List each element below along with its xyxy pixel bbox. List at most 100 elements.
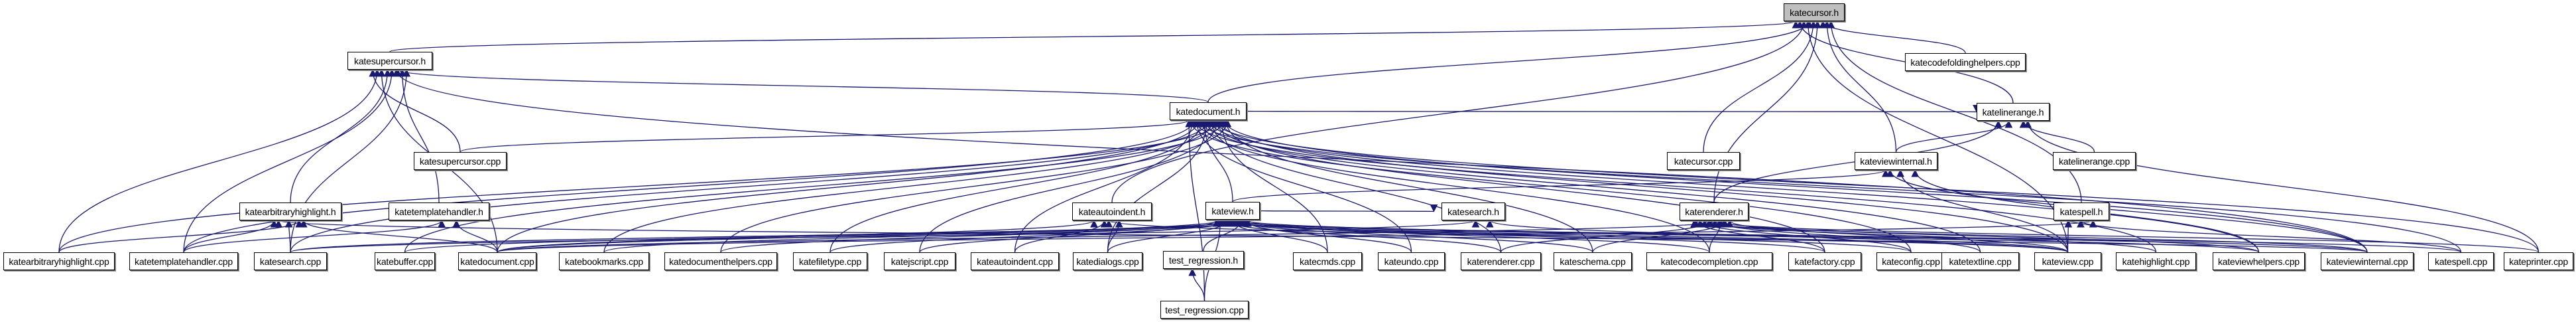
node-katejscript-cpp[interactable]: katejscript.cpp: [884, 252, 955, 270]
node-kateconfig-cpp[interactable]: kateconfig.cpp: [1876, 252, 1945, 270]
node-katetemplatehandler-h[interactable]: katetemplatehandler.h: [389, 202, 489, 220]
node-label: katetemplatehandler.h: [395, 206, 483, 217]
node-katelinerange-cpp[interactable]: katelinerange.cpp: [2053, 152, 2136, 170]
edge-kateviewinternal-h-to-katelinerange-h: [1895, 120, 2013, 153]
edge-katedocumenthelpers-cpp-to-kateview-h: [720, 218, 1229, 253]
node-katerenderer-h[interactable]: katerenderer.h: [1680, 202, 1748, 220]
node-katedocument-cpp[interactable]: katedocument.cpp: [458, 252, 536, 270]
node-label: kateview.cpp: [2042, 256, 2094, 267]
node-katelinerange-h[interactable]: katelinerange.h: [1977, 103, 2050, 121]
node-test-regression-cpp[interactable]: test_regression.cpp: [1160, 301, 1249, 319]
node-label: katerenderer.h: [1685, 206, 1743, 217]
node-label: katespell.h: [2059, 206, 2103, 217]
node-katedialogs-cpp[interactable]: katedialogs.cpp: [1073, 252, 1142, 270]
node-katespell-cpp[interactable]: katespell.cpp: [2428, 252, 2494, 270]
node-test-regression-h[interactable]: test_regression.h: [1163, 251, 1244, 269]
edge-katesearch-cpp-to-katedocument-h: [290, 119, 1213, 253]
node-katecursor-cpp[interactable]: katecursor.cpp: [1667, 152, 1740, 170]
node-kateviewinternal-h[interactable]: kateviewinternal.h: [1855, 152, 1937, 170]
edge-kateschema-cpp-to-kateview-h: [1232, 218, 1593, 253]
edge-katesearch-cpp-to-katesearch-h: [290, 219, 1479, 253]
edge-katedocument-cpp-to-katearbitraryhighlight-h: [300, 219, 498, 253]
node-katehighlight-cpp[interactable]: katehighlight.cpp: [2116, 252, 2196, 270]
node-kateschema-cpp[interactable]: kateschema.cpp: [1554, 252, 1632, 270]
node-label: katesearch.h: [1447, 206, 1499, 217]
node-label: kateviewinternal.cpp: [2326, 256, 2408, 267]
edge-katedocument-cpp-to-katetemplatehandler-h: [452, 219, 498, 253]
edge-katesupercursor-cpp-to-katedocument-h: [460, 119, 1194, 153]
node-katetemplatehandler-cpp[interactable]: katetemplatehandler.cpp: [129, 252, 238, 270]
node-kateundo-cpp[interactable]: kateundo.cpp: [1378, 252, 1445, 270]
node-label: katebuffer.cpp: [377, 256, 433, 267]
node-label: katesupercursor.cpp: [419, 155, 501, 167]
edge-katespell-cpp-to-katedocument-h: [1196, 119, 2462, 253]
node-kateview-h[interactable]: kateview.h: [1205, 202, 1260, 220]
node-katerenderer-cpp[interactable]: katerenderer.cpp: [1461, 252, 1541, 270]
node-katesupercursor-h[interactable]: katesupercursor.h: [347, 52, 432, 70]
node-katebuffer-cpp[interactable]: katebuffer.cpp: [375, 252, 435, 270]
node-katefactory-cpp[interactable]: katefactory.cpp: [1788, 252, 1861, 270]
node-label: katedocument.cpp: [460, 256, 534, 267]
edge-kateview-h-to-kateviewinternal-h: [1232, 169, 1890, 202]
edge-test-regression-cpp-to-katedocument-h: [1185, 119, 1205, 301]
node-katedocumenthelpers-cpp[interactable]: katedocumenthelpers.cpp: [664, 252, 777, 270]
edge-katebuffer-cpp-to-kateview-h: [404, 218, 1225, 253]
edge-katedocument-h-to-katesupercursor-h: [394, 68, 1209, 103]
node-label: katecodecompletion.cpp: [1660, 256, 1758, 267]
node-label: katespell.cpp: [2434, 256, 2488, 267]
edge-katehighlight-cpp-to-katedocument-h: [1191, 119, 2157, 253]
node-katesupercursor-cpp[interactable]: katesupercursor.cpp: [414, 152, 507, 170]
node-katecmds-cpp[interactable]: katecmds.cpp: [1293, 252, 1362, 270]
edge-katejscript-cpp-to-kateview-h: [919, 218, 1221, 253]
node-katebookmarks-cpp[interactable]: katebookmarks.cpp: [559, 252, 649, 270]
edge-kateconfig-cpp-to-kateview-h: [1235, 218, 1912, 253]
node-label: kateconfig.cpp: [1882, 256, 1940, 267]
node-label: katerenderer.cpp: [1467, 256, 1535, 267]
node-kateautoindent-cpp[interactable]: kateautoindent.cpp: [971, 252, 1059, 270]
node-katecodefoldinghelpers-cpp[interactable]: katecodefoldinghelpers.cpp: [1905, 53, 2026, 71]
edge-kateviewinternal-cpp-to-katesupercursor-h: [392, 68, 2368, 253]
edge-kateview-cpp-to-katespell-h: [2064, 219, 2073, 253]
edge-katespell-cpp-to-katespell-h: [2077, 219, 2462, 253]
node-katefiletype-cpp[interactable]: katefiletype.cpp: [793, 252, 867, 270]
node-katedocument-h[interactable]: katedocument.h: [1170, 102, 1247, 120]
node-kateautoindent-h[interactable]: kateautoindent.h: [1072, 202, 1152, 220]
edge-katetemplatehandler-cpp-to-katetemplatehandler-h: [183, 219, 446, 253]
node-label: kateundo.cpp: [1384, 256, 1439, 267]
node-label: katesupercursor.h: [354, 55, 426, 66]
node-label: katedialogs.cpp: [1076, 256, 1139, 267]
edge-katearbitraryhighlight-cpp-to-katearbitraryhighlight-h: [58, 219, 303, 253]
edge-katedocument-cpp-to-katedocument-h: [497, 119, 1202, 253]
edge-katedocumenthelpers-cpp-to-katedocument-h: [720, 119, 1232, 253]
edge-katerenderer-cpp-to-katedocument-h: [1207, 119, 1502, 253]
node-katearbitraryhighlight-h[interactable]: katearbitraryhighlight.h: [239, 202, 341, 220]
node-katespell-h[interactable]: katespell.h: [2054, 202, 2109, 220]
edge-katetemplatehandler-h-to-katesupercursor-h: [398, 68, 440, 203]
node-kateviewinternal-cpp[interactable]: kateviewinternal.cpp: [2321, 252, 2414, 270]
edge-kateview-h-to-katedocument-h: [1200, 119, 1233, 202]
edge-kateprinter-cpp-to-katerenderer-h: [1705, 219, 2540, 253]
node-kateviewhelpers-cpp[interactable]: kateviewhelpers.cpp: [2213, 252, 2305, 270]
edge-kateprinter-cpp-to-katedocument-h: [1210, 119, 2540, 253]
node-katesearch-cpp[interactable]: katesearch.cpp: [254, 252, 327, 270]
edge-kateview-cpp-to-kateview-h: [1215, 218, 2069, 253]
node-kateprinter-cpp[interactable]: kateprinter.cpp: [2504, 252, 2573, 270]
node-label: katetextline.cpp: [1949, 256, 2012, 267]
edge-kateviewinternal-h-to-katecursor-h: [1823, 20, 1897, 153]
node-katearbitraryhighlight-cpp[interactable]: katearbitraryhighlight.cpp: [3, 252, 115, 270]
node-katesearch-h[interactable]: katesearch.h: [1441, 202, 1505, 220]
node-katecodecompletion-cpp[interactable]: katecodecompletion.cpp: [1646, 252, 1772, 270]
edge-katejscript-cpp-to-katedocument-h: [919, 119, 1221, 253]
node-label: katejscript.cpp: [890, 256, 949, 267]
node-kateview-cpp[interactable]: kateview.cpp: [2034, 252, 2101, 270]
edge-katesearch-cpp-to-katearbitraryhighlight-h: [284, 219, 293, 253]
node-katetextline-cpp[interactable]: katetextline.cpp: [1941, 252, 2019, 270]
edge-katetemplatehandler-cpp-to-katearbitraryhighlight-h: [183, 219, 278, 253]
node-label: kateautoindent.h: [1078, 206, 1146, 217]
edge-katetemplatehandler-cpp-to-katesupercursor-h: [183, 68, 396, 253]
edge-kateviewinternal-cpp-to-kateviewinternal-h: [1886, 169, 2368, 253]
node-label: katecodefoldinghelpers.cpp: [1910, 56, 2020, 68]
node-label: katearbitraryhighlight.cpp: [9, 256, 109, 267]
node-label: katesearch.cpp: [259, 256, 322, 267]
node-katecursor-h[interactable]: katecursor.h: [1784, 3, 1845, 21]
